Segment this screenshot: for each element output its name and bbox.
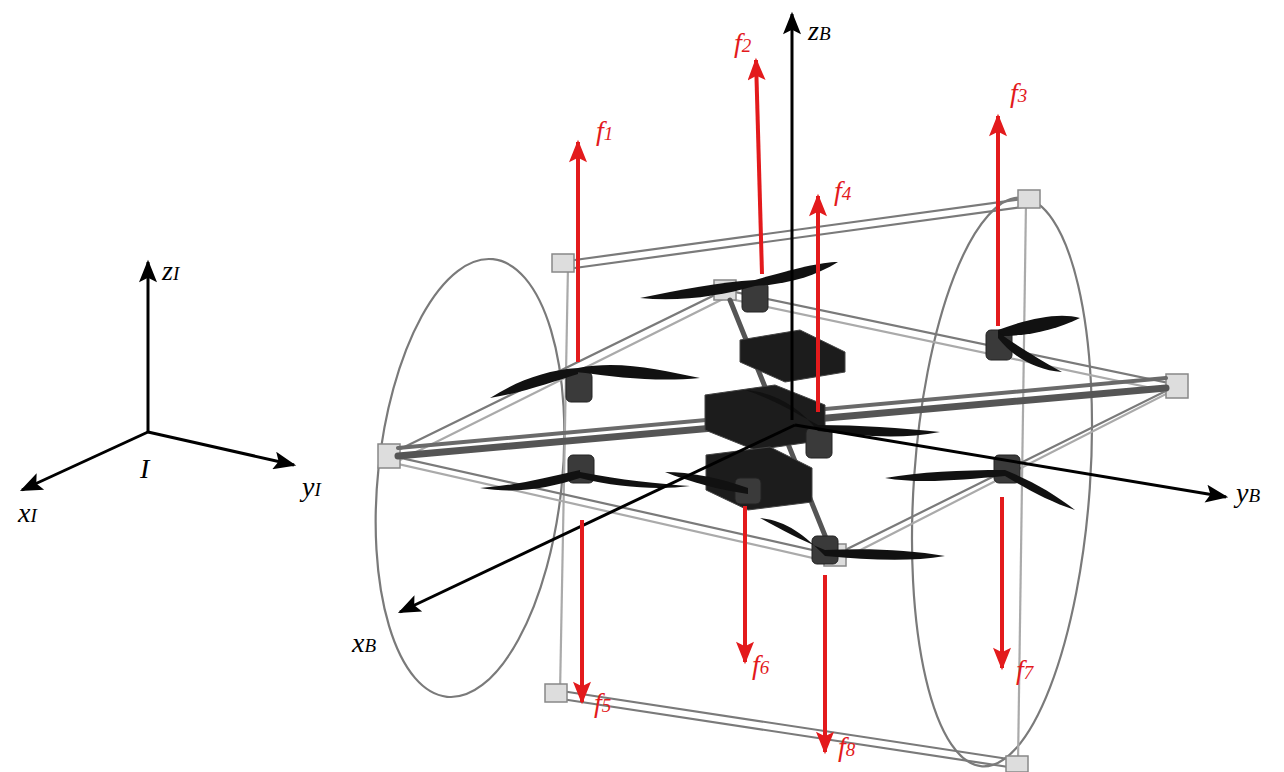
inertial-frame [22,432,148,490]
force-label: f4 [834,176,851,209]
axis-label: zB [808,16,831,49]
cage-corner [545,684,567,702]
cage-frame [894,192,1109,772]
force-label: f5 [594,688,611,721]
thrust-arrow [580,520,584,702]
cage-frame [555,690,1015,760]
thrust-arrow [816,196,820,412]
electronics-box [706,447,812,510]
propeller [480,470,580,490]
propeller [760,518,825,556]
force-label: f7 [1016,655,1033,688]
propeller [480,262,1080,560]
inertial-frame [22,262,294,490]
thrust-arrow [743,506,747,662]
force-label: f2 [734,28,751,61]
thrust-arrow [823,575,827,752]
inertial-frame [148,432,294,465]
propeller [578,365,700,380]
propeller [998,332,1062,372]
cage-frame [560,206,1030,270]
axis-label: zI [162,256,179,289]
thrust-arrow [996,116,1000,326]
propeller [490,368,578,398]
axis-label: yB [1236,478,1260,511]
body-frame [400,14,1226,612]
axis-label: yI [302,472,321,505]
propeller [998,316,1080,336]
propeller [825,549,945,560]
cage-corner [1006,756,1028,772]
thrust-arrow [576,142,580,362]
propeller [1005,470,1075,510]
cage-corner [552,254,574,272]
force-label: f3 [1010,78,1027,111]
thrust-arrow [756,60,762,274]
body-frame [791,14,794,420]
propeller [665,472,748,494]
cage-corner [1166,374,1188,398]
cage-corner [378,190,1188,772]
frame-label: I [140,454,149,487]
thrust-arrow [578,60,1002,752]
force-label: f6 [752,650,769,683]
cage-corner [1018,190,1040,208]
propeller [640,280,755,299]
cage-frame [555,698,1015,768]
propeller [745,390,818,431]
propeller [755,262,838,286]
cage-frame [388,290,1178,555]
thrust-arrow [1000,497,1004,668]
propeller [885,470,1005,481]
motor [806,428,832,458]
body-frame [795,425,1226,497]
force-label: f8 [838,732,855,765]
cage-frame [560,198,1030,262]
carbon-arm [398,300,1166,548]
axis-label: xI [18,498,37,531]
force-label: f1 [596,116,613,149]
inertial-frame [147,262,150,432]
axis-label: xB [352,628,376,661]
body-frame [400,425,795,612]
cage-frame [356,192,1178,772]
cage-frame [356,250,585,707]
